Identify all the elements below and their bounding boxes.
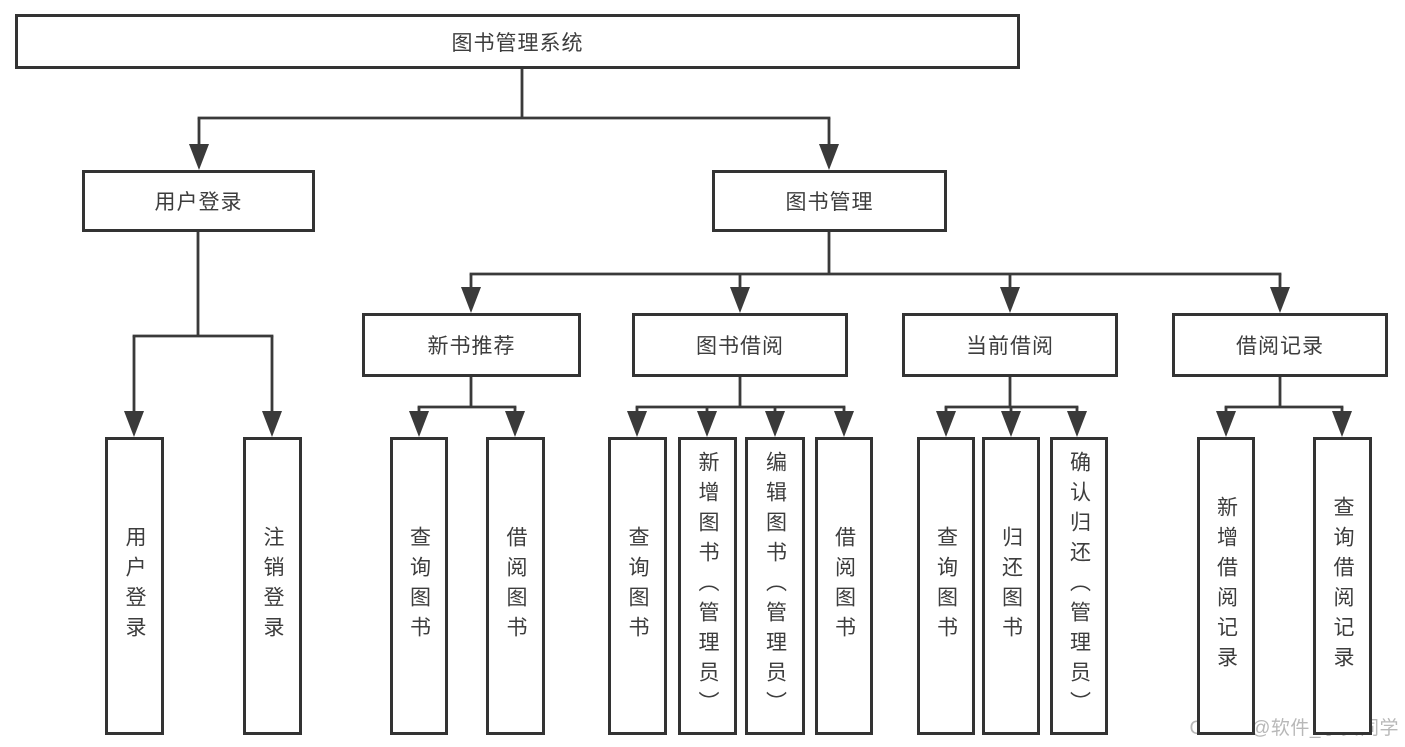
arrowhead-down-icon	[1001, 411, 1021, 437]
node-leaf-borrow-books-borrow: 借阅图书	[815, 437, 873, 735]
arrowhead-down-icon	[461, 287, 481, 313]
node-label-leaf-edit-books-admin: 编辑图书（管理员）	[763, 451, 787, 721]
connector-book-borrowing-children	[627, 377, 854, 437]
connector-new-book-rec-children	[409, 377, 525, 437]
arrowhead-down-icon	[1216, 411, 1236, 437]
node-label-new-book-rec: 新书推荐	[427, 335, 516, 358]
node-label-leaf-confirm-return-admin: 确认归还（管理员）	[1067, 451, 1091, 721]
node-label-leaf-query-borrow-record: 查询借阅记录	[1331, 496, 1354, 676]
node-label-leaf-user-login: 用户登录	[123, 526, 146, 646]
node-label-leaf-return-books: 归还图书	[999, 526, 1023, 646]
arrowhead-down-icon	[124, 411, 144, 437]
node-leaf-query-borrow-record: 查询借阅记录	[1313, 437, 1372, 735]
node-leaf-add-books-admin: 新增图书（管理员）	[678, 437, 737, 735]
node-leaf-query-books-rec: 查询图书	[390, 437, 448, 735]
node-label-book-borrowing: 图书借阅	[696, 335, 784, 358]
connector-borrowing-records-children	[1216, 377, 1352, 437]
node-leaf-borrow-books-rec: 借阅图书	[486, 437, 545, 735]
connector-root-to-level2	[189, 68, 839, 170]
node-leaf-user-login: 用户登录	[105, 437, 164, 735]
arrowhead-down-icon	[1332, 411, 1352, 437]
node-book-mgmt: 图书管理	[712, 170, 947, 232]
arrowhead-down-icon	[505, 411, 525, 437]
arrowhead-down-icon	[1270, 287, 1290, 313]
arrowhead-down-icon	[1000, 287, 1020, 313]
node-label-leaf-logout: 注销登录	[261, 526, 284, 646]
arrowhead-down-icon	[730, 287, 750, 313]
node-label-leaf-query-books-rec: 查询图书	[407, 526, 431, 646]
arrowhead-down-icon	[765, 411, 785, 437]
arrowhead-down-icon	[627, 411, 647, 437]
arrowhead-down-icon	[697, 411, 717, 437]
node-label-leaf-add-borrow-record: 新增借阅记录	[1214, 496, 1238, 676]
node-label-leaf-query-books-borrow: 查询图书	[626, 526, 649, 646]
node-current-borrowing: 当前借阅	[902, 313, 1118, 377]
node-leaf-query-books-borrow: 查询图书	[608, 437, 667, 735]
connector-current-borrowing-children	[936, 377, 1087, 437]
node-leaf-add-borrow-record: 新增借阅记录	[1197, 437, 1255, 735]
node-label-leaf-borrow-books-rec: 借阅图书	[504, 526, 527, 646]
connector-user-login-children	[124, 232, 282, 437]
node-root: 图书管理系统	[15, 14, 1020, 69]
node-book-borrowing: 图书借阅	[632, 313, 848, 377]
node-label-borrowing-records: 借阅记录	[1236, 335, 1324, 358]
node-leaf-edit-books-admin: 编辑图书（管理员）	[745, 437, 805, 735]
node-label-user-login: 用户登录	[154, 191, 243, 214]
connector-book-mgmt-children	[461, 232, 1290, 313]
node-borrowing-records: 借阅记录	[1172, 313, 1388, 377]
node-leaf-return-books: 归还图书	[982, 437, 1040, 735]
node-label-book-mgmt: 图书管理	[785, 191, 874, 214]
arrowhead-down-icon	[936, 411, 956, 437]
node-label-leaf-query-books-current: 查询图书	[934, 526, 958, 646]
node-label-current-borrowing: 当前借阅	[966, 335, 1054, 358]
node-label-leaf-borrow-books-borrow: 借阅图书	[832, 526, 856, 646]
node-leaf-logout: 注销登录	[243, 437, 302, 735]
arrowhead-down-icon	[819, 144, 839, 170]
node-new-book-rec: 新书推荐	[362, 313, 581, 377]
arrowhead-down-icon	[834, 411, 854, 437]
arrowhead-down-icon	[1067, 411, 1087, 437]
node-user-login: 用户登录	[82, 170, 315, 232]
node-label-leaf-add-books-admin: 新增图书（管理员）	[696, 451, 719, 721]
arrowhead-down-icon	[409, 411, 429, 437]
arrowhead-down-icon	[189, 144, 209, 170]
node-label-root: 图书管理系统	[451, 31, 584, 55]
node-leaf-query-books-current: 查询图书	[917, 437, 975, 735]
node-leaf-confirm-return-admin: 确认归还（管理员）	[1050, 437, 1108, 735]
arrowhead-down-icon	[262, 411, 282, 437]
